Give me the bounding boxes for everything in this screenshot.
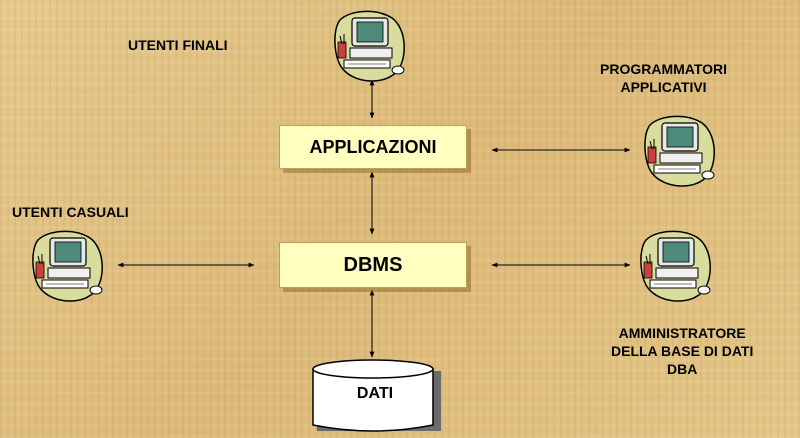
computer-workstation-icon-programmatori <box>644 115 715 187</box>
dbms-box: DBMS <box>279 242 467 288</box>
label-utenti-casuali: UTENTI CASUALI <box>12 204 129 220</box>
computer-workstation-icon-utenti-finali <box>334 10 405 82</box>
computer-workstation-icon-utenti-casuali <box>32 230 103 302</box>
label-dba: AMMINISTRATORE DELLA BASE DI DATI DBA <box>611 324 753 378</box>
applicazioni-label: APPLICAZIONI <box>309 136 437 157</box>
label-programmatori: PROGRAMMATORI APPLICATIVI <box>600 60 727 96</box>
dati-label: DATI <box>356 385 394 402</box>
label-dba-line3: DBA <box>667 361 698 377</box>
label-dba-line2: DELLA BASE DI DATI <box>611 343 754 359</box>
label-utenti-finali: UTENTI FINALI <box>128 37 228 53</box>
dbms-label: DBMS <box>343 253 403 276</box>
label-dba-line1: AMMINISTRATORE <box>618 325 746 341</box>
database-cylinder-icon <box>312 359 441 432</box>
computer-workstation-icon-dba <box>640 230 711 302</box>
applicazioni-box: APPLICAZIONI <box>279 125 467 169</box>
label-programmatori-line2: APPLICATIVI <box>620 79 707 95</box>
label-programmatori-line1: PROGRAMMATORI <box>600 61 728 77</box>
